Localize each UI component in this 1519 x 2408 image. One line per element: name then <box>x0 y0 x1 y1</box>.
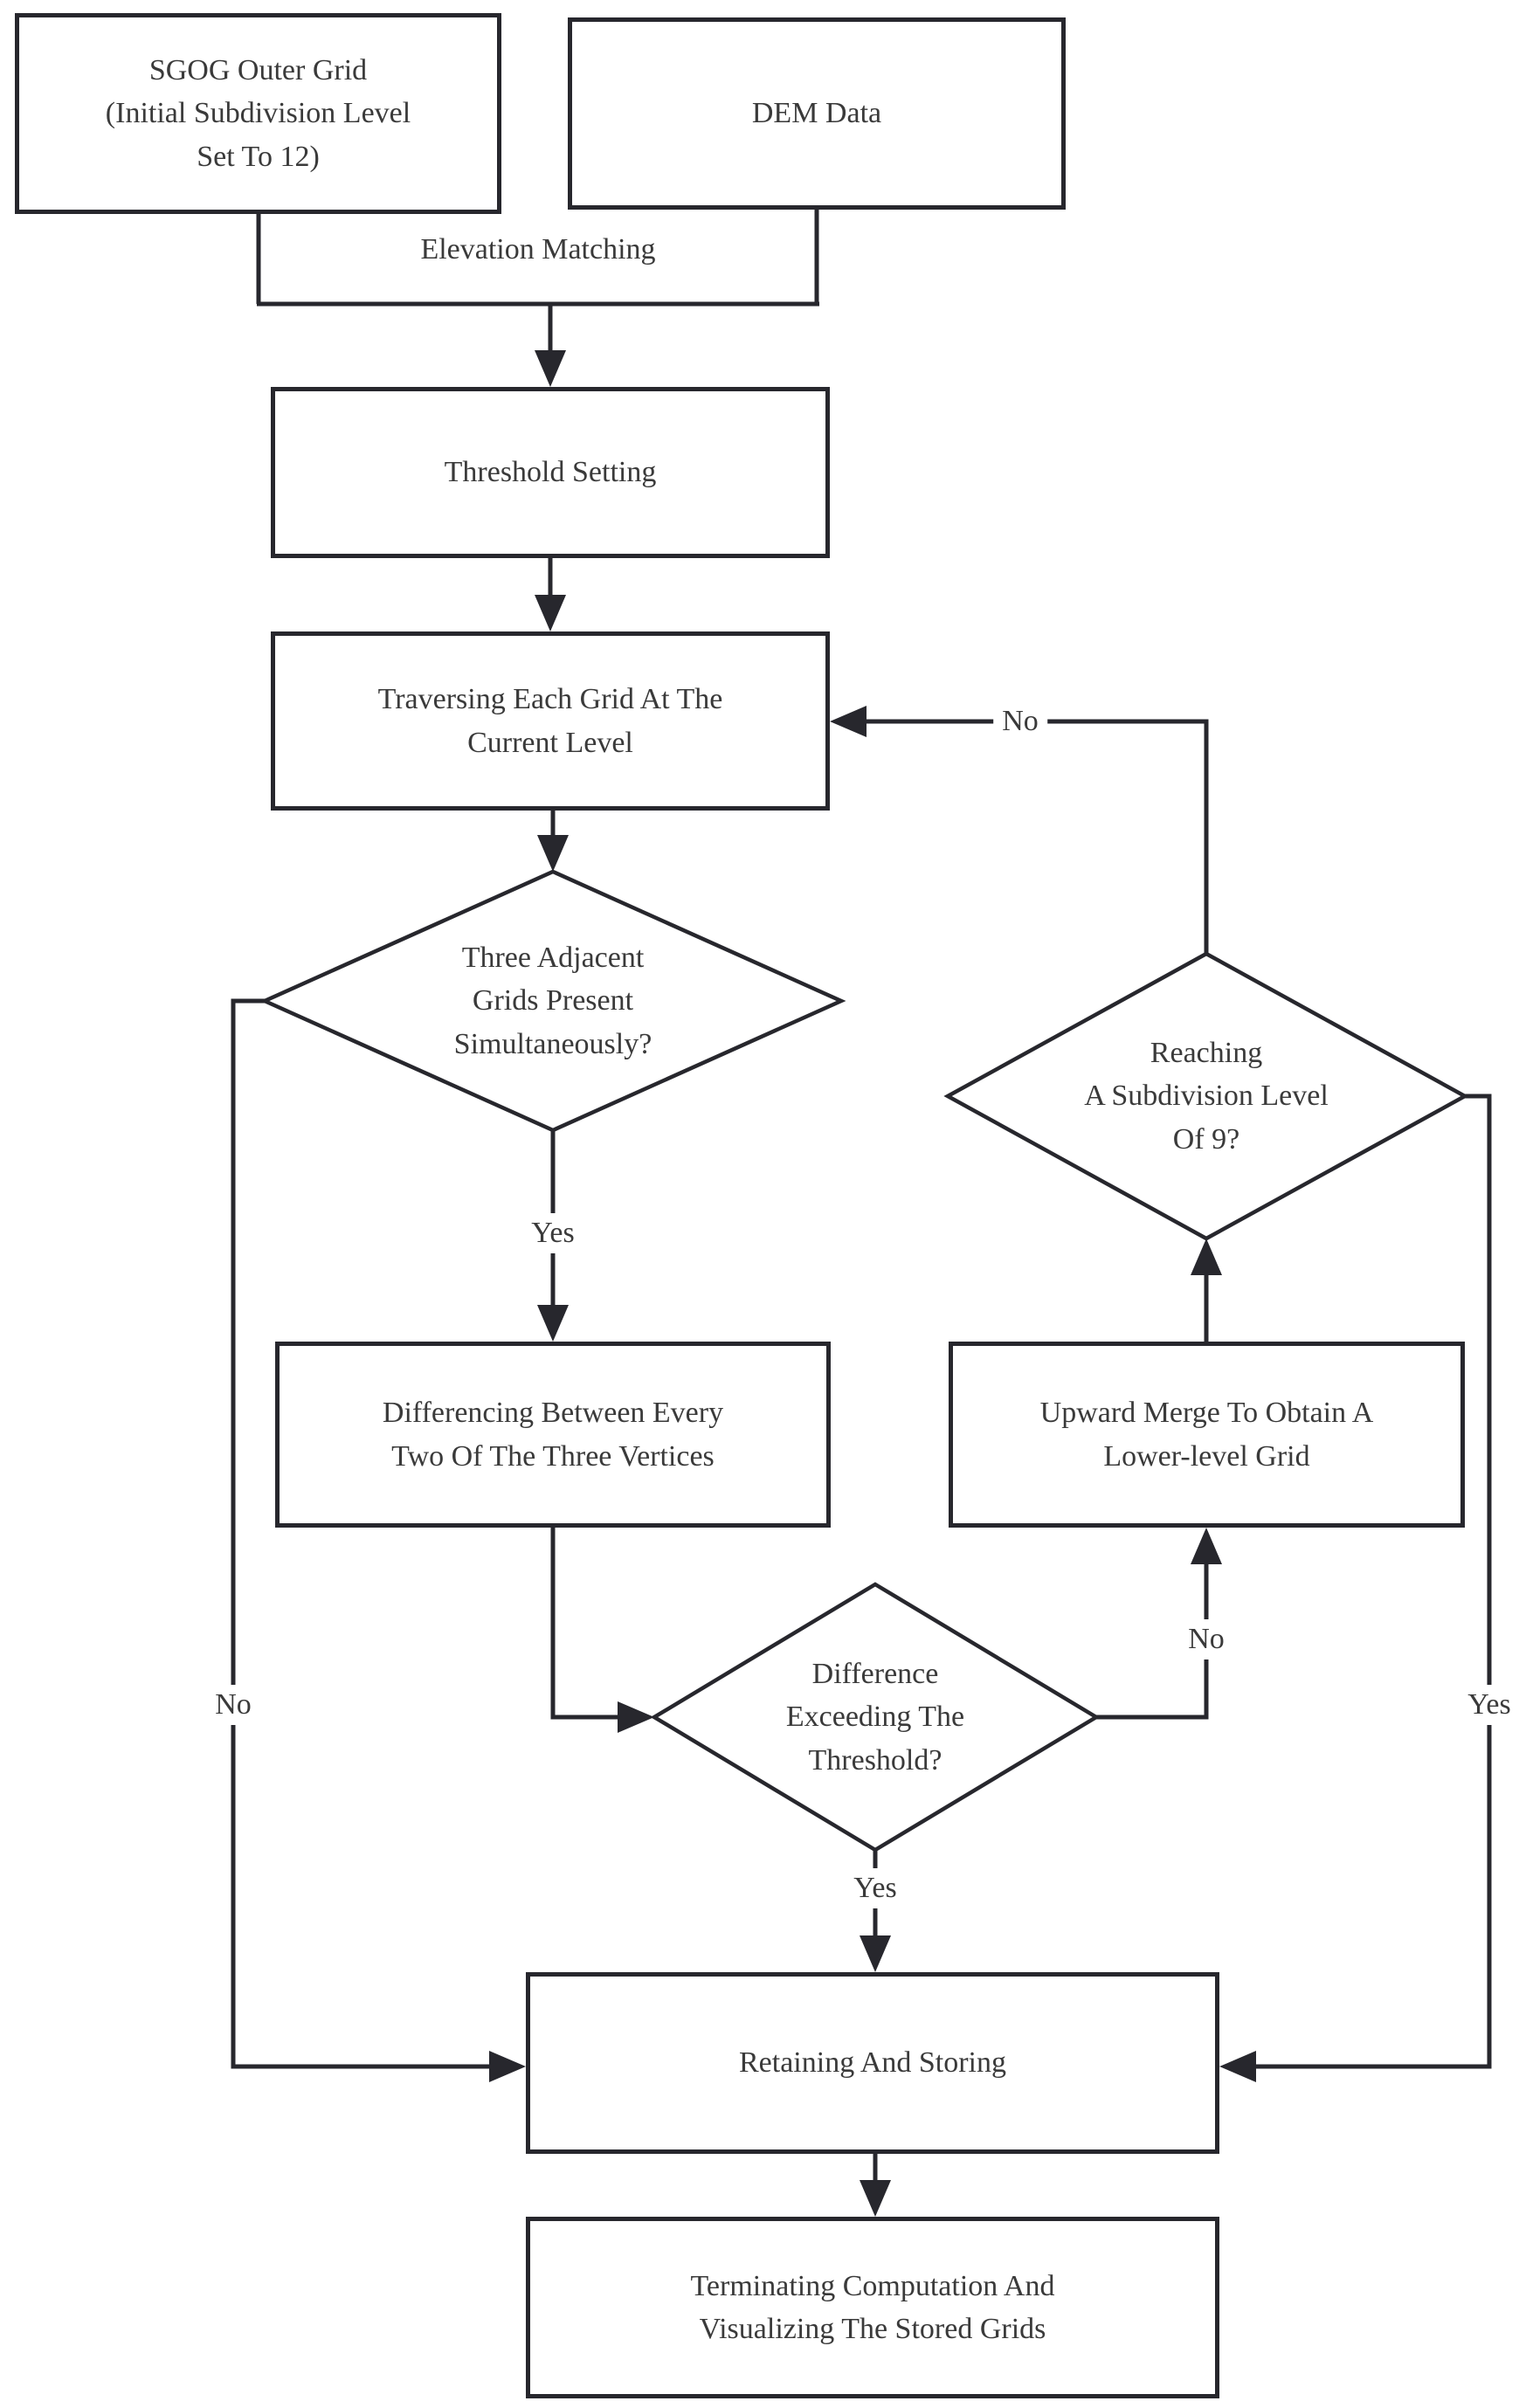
node-upward-merge-label: Upward Merge To Obtain A Lower-level Gri… <box>1039 1397 1374 1473</box>
node-differencing-vertices: Differencing Between Every Two Of The Th… <box>275 1342 831 1528</box>
node-threshold-setting: Threshold Setting <box>271 387 830 558</box>
edge-label-elevation-matching: Elevation Matching <box>420 233 656 266</box>
arrowhead-into-retaining-top <box>860 1935 891 1972</box>
node-upward-merge: Upward Merge To Obtain A Lower-level Gri… <box>949 1342 1465 1528</box>
edge-label-no-three-adjacent: No <box>206 1685 260 1725</box>
edge-label-no-difference: No <box>1179 1619 1233 1659</box>
edge-label-yes-reaching: Yes <box>1459 1685 1519 1725</box>
node-differencing-vertices-label: Differencing Between Every Two Of The Th… <box>382 1397 724 1473</box>
node-dem-data: DEM Data <box>568 17 1066 210</box>
edge-label-no-reaching: No <box>993 701 1047 742</box>
arrowhead-into-upward-merge <box>1191 1528 1222 1564</box>
arrowhead-into-threshold <box>535 350 566 387</box>
node-traversing-each-grid: Traversing Each Grid At The Current Leve… <box>271 631 830 811</box>
node-sgog-outer-grid: SGOG Outer Grid (Initial Subdivision Lev… <box>15 13 501 214</box>
node-threshold-setting-label: Threshold Setting <box>444 456 657 489</box>
arrowhead-into-traversing <box>535 595 566 631</box>
edge-label-yes-three-adjacent: Yes <box>522 1213 583 1253</box>
node-retaining-and-storing: Retaining And Storing <box>526 1972 1219 2154</box>
arrowhead-into-differencing <box>537 1305 569 1342</box>
node-dem-data-label: DEM Data <box>751 97 882 130</box>
arrowhead-into-difference <box>618 1701 654 1733</box>
arrowhead-into-terminating <box>860 2180 891 2217</box>
difference-exceeding-decision-shape <box>650 1582 1101 1853</box>
edge-difference-no <box>1096 1556 1209 1720</box>
edge-label-yes-difference: Yes <box>845 1868 906 1908</box>
arrowhead-into-traversing-right <box>830 706 867 737</box>
reaching-level-decision-shape <box>943 951 1469 1241</box>
edge-reaching-no-loop <box>858 719 1209 954</box>
three-adjacent-grids-decision-shape <box>259 869 846 1133</box>
node-traversing-each-grid-label: Traversing Each Grid At The Current Leve… <box>377 683 723 759</box>
arrowhead-into-reaching <box>1191 1238 1222 1275</box>
node-terminating-visualizing: Terminating Computation And Visualizing … <box>526 2217 1219 2398</box>
node-terminating-visualizing-label: Terminating Computation And Visualizing … <box>690 2269 1055 2345</box>
edge-three-adjacent-no-rail <box>231 998 498 2069</box>
node-retaining-and-storing-label: Retaining And Storing <box>739 2046 1006 2080</box>
arrowhead-into-retaining-right <box>1219 2051 1256 2082</box>
arrowhead-into-retaining-left <box>489 2051 526 2082</box>
edge-differencing-to-difference <box>550 1528 626 1720</box>
arrowhead-into-three-adjacent <box>537 835 569 872</box>
edge-reaching-yes-rail <box>1247 1094 1492 2069</box>
node-sgog-outer-grid-label: SGOG Outer Grid (Initial Subdivision Lev… <box>105 54 411 173</box>
